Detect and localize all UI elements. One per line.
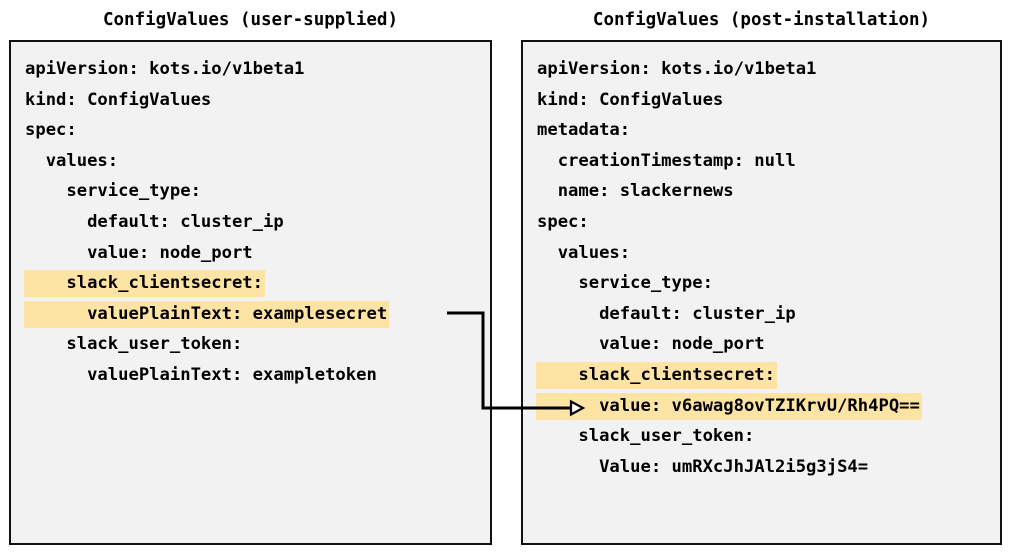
code-line-text: spec: bbox=[25, 120, 77, 141]
code-line-text: values: bbox=[25, 150, 119, 171]
code-line-highlighted: value: v6awag8ovTZIKrvU/Rh4PQ== bbox=[536, 391, 1000, 422]
code-line-text: service_type: bbox=[537, 273, 713, 294]
code-line-text: spec: bbox=[537, 211, 589, 232]
code-lines-user-supplied: apiVersion: kots.io/v1beta1 kind: Config… bbox=[24, 54, 490, 391]
code-line-highlighted: valuePlainText: examplesecret bbox=[24, 299, 490, 330]
code-line: valuePlainText: exampletoken bbox=[24, 360, 490, 391]
code-line-text: slack_user_token: bbox=[537, 426, 755, 447]
code-line-text: kind: ConfigValues bbox=[25, 89, 212, 110]
code-line-highlighted: slack_clientsecret: bbox=[24, 268, 490, 299]
code-line: default: cluster_ip bbox=[24, 207, 490, 238]
panel-title-user-supplied: ConfigValues (user-supplied) bbox=[102, 10, 398, 30]
code-line: slack_user_token: bbox=[24, 329, 490, 360]
code-line: value: node_port bbox=[536, 329, 1000, 360]
code-line: metadata: bbox=[536, 115, 1000, 146]
code-line-text: apiVersion: kots.io/v1beta1 bbox=[537, 59, 817, 79]
panel-title-post-installation: ConfigValues (post-installation) bbox=[592, 10, 931, 30]
code-line-text: metadata: bbox=[537, 120, 631, 141]
code-line-text: value: node_port bbox=[537, 334, 765, 355]
code-line-text: slack_clientsecret: bbox=[536, 361, 777, 389]
code-line-text: slack_clientsecret: bbox=[24, 270, 265, 298]
code-line: spec: bbox=[24, 115, 490, 146]
code-line: kind: ConfigValues bbox=[536, 85, 1000, 116]
code-line-text: default: cluster_ip bbox=[25, 211, 284, 232]
code-line-text: value: node_port bbox=[25, 242, 253, 263]
code-line-text: creationTimestamp: null bbox=[537, 150, 796, 171]
code-line: default: cluster_ip bbox=[536, 299, 1000, 330]
code-line: slack_user_token: bbox=[536, 421, 1000, 452]
code-line-text: slack_user_token: bbox=[25, 334, 243, 355]
code-line-highlighted: slack_clientsecret: bbox=[536, 360, 1000, 391]
code-line: values: bbox=[24, 146, 490, 177]
code-line-text: default: cluster_ip bbox=[537, 303, 796, 324]
code-line: value: node_port bbox=[24, 238, 490, 269]
code-line-text: valuePlainText: exampletoken bbox=[25, 364, 377, 385]
code-line: service_type: bbox=[24, 176, 490, 207]
code-line: name: slackernews bbox=[536, 176, 1000, 207]
code-line: service_type: bbox=[536, 268, 1000, 299]
code-line: apiVersion: kots.io/v1beta1 bbox=[24, 54, 490, 85]
code-line-text: values: bbox=[537, 242, 631, 263]
code-line: creationTimestamp: null bbox=[536, 146, 1000, 177]
code-line: values: bbox=[536, 238, 1000, 269]
code-line-text: kind: ConfigValues bbox=[537, 89, 724, 110]
code-box-post-installation: apiVersion: kots.io/v1beta1 kind: Config… bbox=[521, 40, 1002, 545]
code-line-text: Value: umRXcJhJAl2i5g3jS4= bbox=[537, 456, 869, 477]
code-line: spec: bbox=[536, 207, 1000, 238]
code-line: apiVersion: kots.io/v1beta1 bbox=[536, 54, 1000, 85]
code-line-text: apiVersion: kots.io/v1beta1 bbox=[25, 59, 305, 79]
code-line-text: service_type: bbox=[25, 181, 201, 202]
code-line-text: name: slackernews bbox=[537, 181, 734, 202]
code-line: kind: ConfigValues bbox=[24, 85, 490, 116]
code-box-user-supplied: apiVersion: kots.io/v1beta1 kind: Config… bbox=[9, 40, 492, 545]
code-line-text: valuePlainText: examplesecret bbox=[24, 300, 390, 328]
code-line-text: value: v6awag8ovTZIKrvU/Rh4PQ== bbox=[536, 392, 922, 420]
code-lines-post-installation: apiVersion: kots.io/v1beta1 kind: Config… bbox=[536, 54, 1000, 482]
code-line: Value: umRXcJhJAl2i5g3jS4= bbox=[536, 452, 1000, 483]
